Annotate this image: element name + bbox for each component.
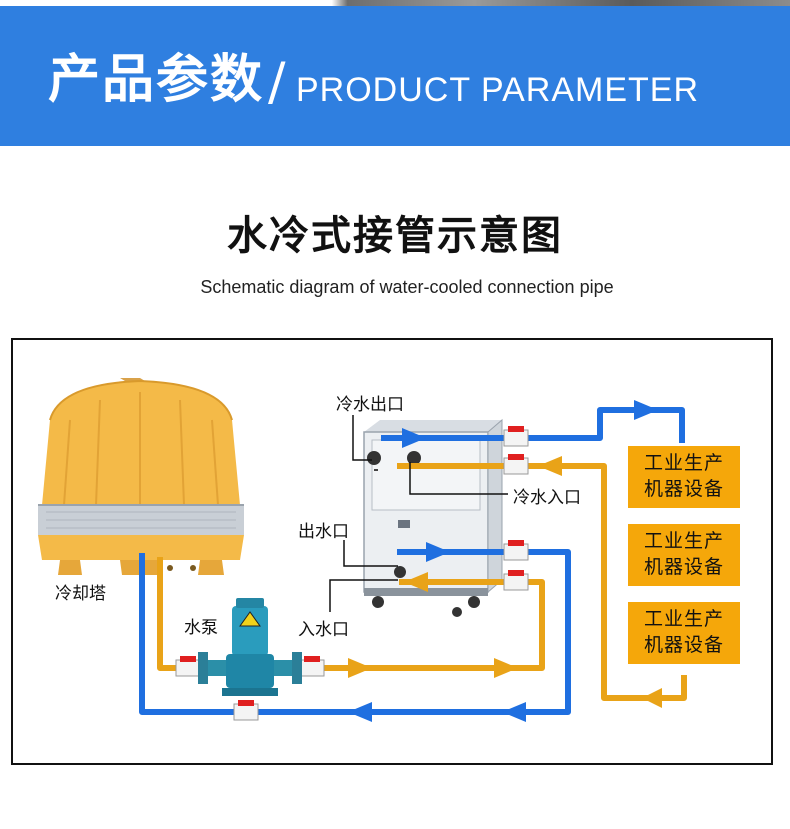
header-banner: 产品参数 / PRODUCT PARAMETER [0, 0, 790, 146]
equipment-line2: 机器设备 [643, 634, 724, 656]
header-title-en: PRODUCT PARAMETER [296, 71, 700, 109]
equipment-box: 工业生产 机器设备 [628, 446, 740, 508]
orange-pipes [157, 463, 687, 701]
chiller-unit [363, 418, 503, 617]
label-cold-water-outlet: 冷水出口 [336, 395, 404, 415]
equipment-line1: 工业生产 [643, 452, 724, 474]
cooling-tower [38, 378, 244, 575]
water-pump [198, 598, 302, 696]
label-pump: 水泵 [184, 618, 218, 638]
blue-arrows [348, 400, 658, 722]
equipment-box: 工业生产 机器设备 [628, 602, 740, 664]
equipment-line1: 工业生产 [643, 530, 724, 552]
equipment-box: 工业生产 机器设备 [628, 524, 740, 586]
orange-arrows [348, 456, 662, 708]
diagram-title: 水冷式接管示意图 [227, 213, 563, 259]
label-water-outlet: 出水口 [298, 522, 349, 542]
label-cold-water-inlet: 冷水入口 [513, 488, 581, 508]
header-slash: / [268, 52, 286, 112]
label-cooling-tower: 冷却塔 [55, 584, 106, 604]
top-photo-strip [0, 0, 790, 6]
equipment-line2: 机器设备 [643, 478, 724, 500]
label-water-inlet: 入水口 [298, 620, 349, 640]
diagram-subtitle: Schematic diagram of water-cooled connec… [200, 277, 614, 297]
header-title-cn: 产品参数 [48, 50, 265, 110]
leader-lines [329, 415, 508, 612]
equipment-line2: 机器设备 [643, 556, 724, 578]
equipment-line1: 工业生产 [643, 608, 724, 630]
